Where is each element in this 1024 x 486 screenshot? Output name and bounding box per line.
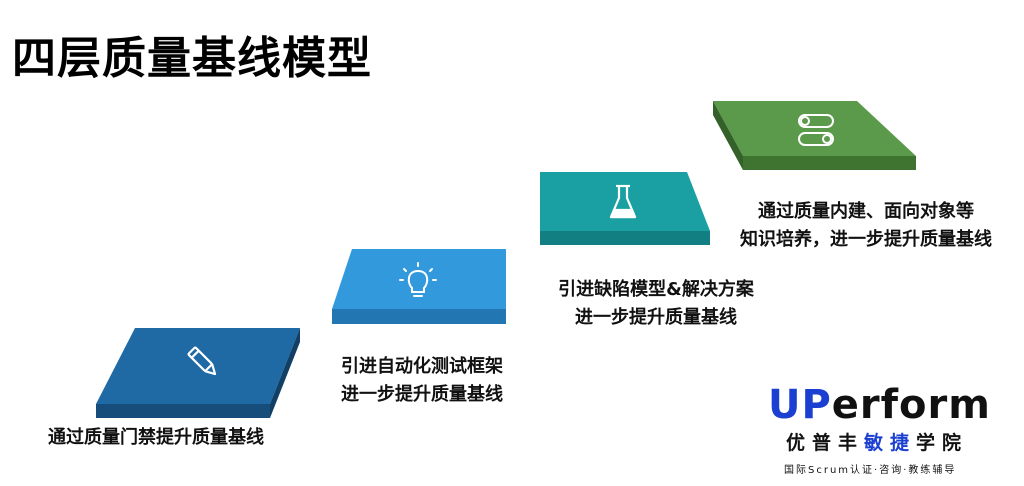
step-4-edge bbox=[713, 101, 743, 170]
step-1 bbox=[96, 328, 300, 418]
toggle-switch-icon bbox=[798, 114, 834, 146]
logo-tagline: 国际Scrum认证·咨询·教练辅导 bbox=[784, 465, 957, 476]
step-3-side bbox=[540, 231, 710, 245]
logo-chinese-name: 优普丰敏捷学院 bbox=[786, 428, 1018, 455]
step-1-side bbox=[96, 404, 270, 418]
pencil-icon bbox=[187, 346, 217, 376]
step-2-caption-line-2: 进一步提升质量基线 bbox=[341, 384, 503, 405]
step-2 bbox=[332, 249, 506, 324]
step-4-caption: 通过质量内建、面向对象等 知识培养，进一步提升质量基线 bbox=[716, 198, 1016, 254]
logo-cn-part-3: 学院 bbox=[916, 432, 969, 454]
step-1-caption-line: 通过质量门禁提升质量基线 bbox=[48, 427, 264, 448]
step-3 bbox=[540, 172, 710, 245]
logo-cn-part-2: 敏捷 bbox=[864, 432, 917, 454]
lightbulb-icon bbox=[399, 262, 437, 297]
step-4-caption-line-2: 知识培养，进一步提升质量基线 bbox=[740, 229, 992, 250]
step-1-caption: 通过质量门禁提升质量基线 bbox=[48, 424, 348, 452]
page-title: 四层质量基线模型 bbox=[12, 33, 372, 84]
logo-cn-part-1: 优普丰 bbox=[786, 432, 865, 454]
step-4-caption-line-1: 通过质量内建、面向对象等 bbox=[758, 201, 974, 222]
step-3-caption-line-2: 进一步提升质量基线 bbox=[575, 307, 737, 328]
flask-icon bbox=[609, 184, 637, 219]
step-2-top bbox=[332, 249, 506, 309]
step-3-caption: 引进缺陷模型&解决方案 进一步提升质量基线 bbox=[536, 276, 776, 332]
step-1-edge bbox=[270, 328, 300, 418]
logo-wordmark-up: UP bbox=[768, 382, 832, 428]
step-3-caption-line-1: 引进缺陷模型&解决方案 bbox=[558, 279, 754, 300]
step-2-side bbox=[332, 309, 506, 324]
step-4 bbox=[713, 101, 916, 170]
step-3-top bbox=[540, 172, 710, 231]
logo-wordmark: UPerform bbox=[768, 384, 1018, 426]
step-2-caption-line-1: 引进自动化测试框架 bbox=[341, 356, 503, 377]
step-1-top bbox=[96, 328, 300, 404]
step-4-side bbox=[743, 156, 916, 170]
step-4-top bbox=[713, 101, 916, 156]
brand-logo: UPerform 优普丰敏捷学院 国际Scrum认证·咨询·教练辅导 bbox=[768, 384, 1018, 476]
step-2-caption: 引进自动化测试框架 进一步提升质量基线 bbox=[312, 353, 532, 409]
logo-wordmark-rest: erform bbox=[831, 382, 991, 428]
